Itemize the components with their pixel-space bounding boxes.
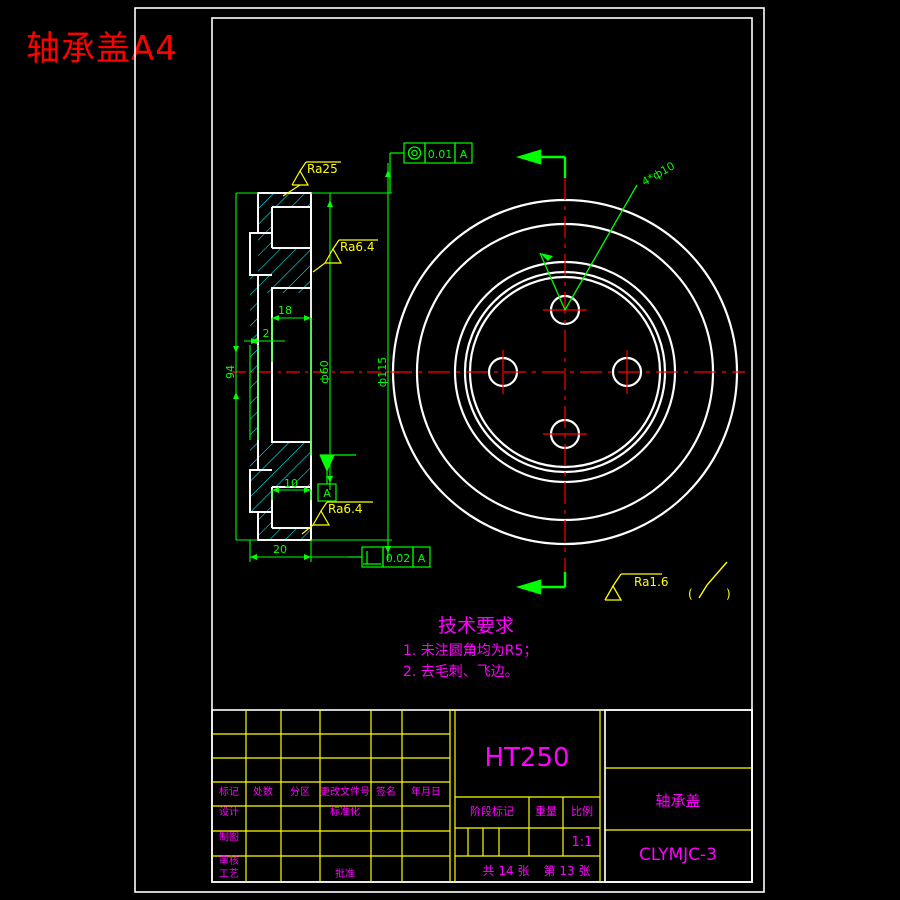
revision-col-sign: 签名 (376, 785, 396, 798)
tolerance-datum-runout: A (460, 148, 468, 161)
general-finish-bracket-close: ) (726, 587, 731, 601)
dim-dia-115: ф115 (376, 357, 389, 387)
weight-label: 重量 (535, 804, 557, 818)
role-standardization: 标准化 (330, 805, 360, 818)
hole-callout-label: 4*ф10 (639, 159, 677, 188)
tolerance-frame-runout: 0.01 A (389, 142, 473, 193)
tech-note-1: 1. 未注圆角均为R5； (403, 643, 537, 659)
hole-callout-leader (539, 184, 638, 311)
front-view-centerlines (390, 178, 745, 572)
tolerance-frame-perpendicularity: 0.02 A (348, 546, 431, 568)
tech-notes-heading: 技术要求 (438, 615, 514, 637)
revision-col-date: 年月日 (411, 785, 441, 798)
technical-requirements: 技术要求 1. 未注圆角均为R5； 2. 去毛刺、飞边。 (403, 615, 537, 680)
revision-col-zone: 分区 (290, 786, 310, 798)
section-view: 18 2 94 ф60 ф115 10 20 Ra25 Ra6.4 (224, 142, 473, 568)
tolerance-value-runout: 0.01 (428, 148, 453, 161)
dim-18: 18 (278, 304, 292, 317)
title-block-grid-left (212, 710, 451, 882)
revision-col-mark: 标记 (219, 786, 239, 798)
general-finish-bracket-open: ( (688, 587, 693, 601)
tolerance-value-perp: 0.02 (386, 552, 411, 565)
revision-col-docno: 更改文件号 (320, 785, 370, 798)
stage-mark-label: 阶段标记 (470, 804, 514, 818)
part-name: 轴承盖 (655, 792, 700, 810)
surface-finish-mid: Ra6.4 (312, 239, 378, 273)
dim-10: 10 (284, 477, 298, 490)
sheet-index: 第 13 张 (544, 864, 591, 878)
role-drawing: 制图 (219, 830, 239, 843)
dim-2: 2 (263, 327, 270, 340)
section-dimensions (233, 163, 392, 562)
surface-finish-bottom: Ra6.4 (301, 501, 373, 535)
finish-label-bottom: Ra6.4 (328, 502, 363, 516)
dim-20: 20 (273, 543, 287, 556)
sheet-total: 共 14 张 (483, 864, 530, 878)
role-rows: 设计 制图 审核 工艺 标准化 批准 (219, 805, 360, 880)
tech-note-2: 2. 去毛刺、飞边。 (403, 664, 519, 680)
role-design: 设计 (219, 805, 239, 818)
datum-label-a: A (323, 487, 331, 500)
general-finish-label: Ra1.6 (634, 575, 669, 589)
tolerance-datum-perp: A (418, 552, 426, 565)
section-arrow-top (515, 149, 567, 178)
title-block: 标记 处数 分区 更改文件号 签名 年月日 设计 制图 审核 工艺 标准化 批准 (211, 709, 753, 883)
section-arrow-bottom (515, 572, 567, 595)
finish-label-top: Ra25 (307, 162, 338, 176)
scale-value: 1:1 (572, 835, 593, 850)
role-approval: 批准 (335, 867, 355, 880)
title-block-grid-middle (454, 710, 601, 882)
revision-header-row: 标记 处数 分区 更改文件号 签名 年月日 (219, 785, 441, 798)
role-review: 审核 (219, 854, 239, 867)
dim-94: 94 (224, 365, 237, 379)
general-surface-finish: Ra1.6 ( ) (604, 561, 731, 601)
front-view: 4*ф10 (390, 149, 745, 595)
datum-feature-a: A (317, 454, 356, 502)
dim-dia-60: ф60 (318, 360, 331, 383)
section-hatching (250, 193, 311, 540)
page-title: 轴承盖A4 (26, 29, 178, 69)
revision-col-count: 处数 (253, 785, 273, 798)
role-process: 工艺 (219, 868, 239, 880)
surface-finish-top: Ra25 (282, 161, 341, 197)
scale-label: 比例 (571, 804, 593, 818)
part-number: CLYMJC-3 (639, 845, 717, 865)
finish-label-mid: Ra6.4 (340, 240, 375, 254)
material-label: HT250 (484, 743, 569, 773)
